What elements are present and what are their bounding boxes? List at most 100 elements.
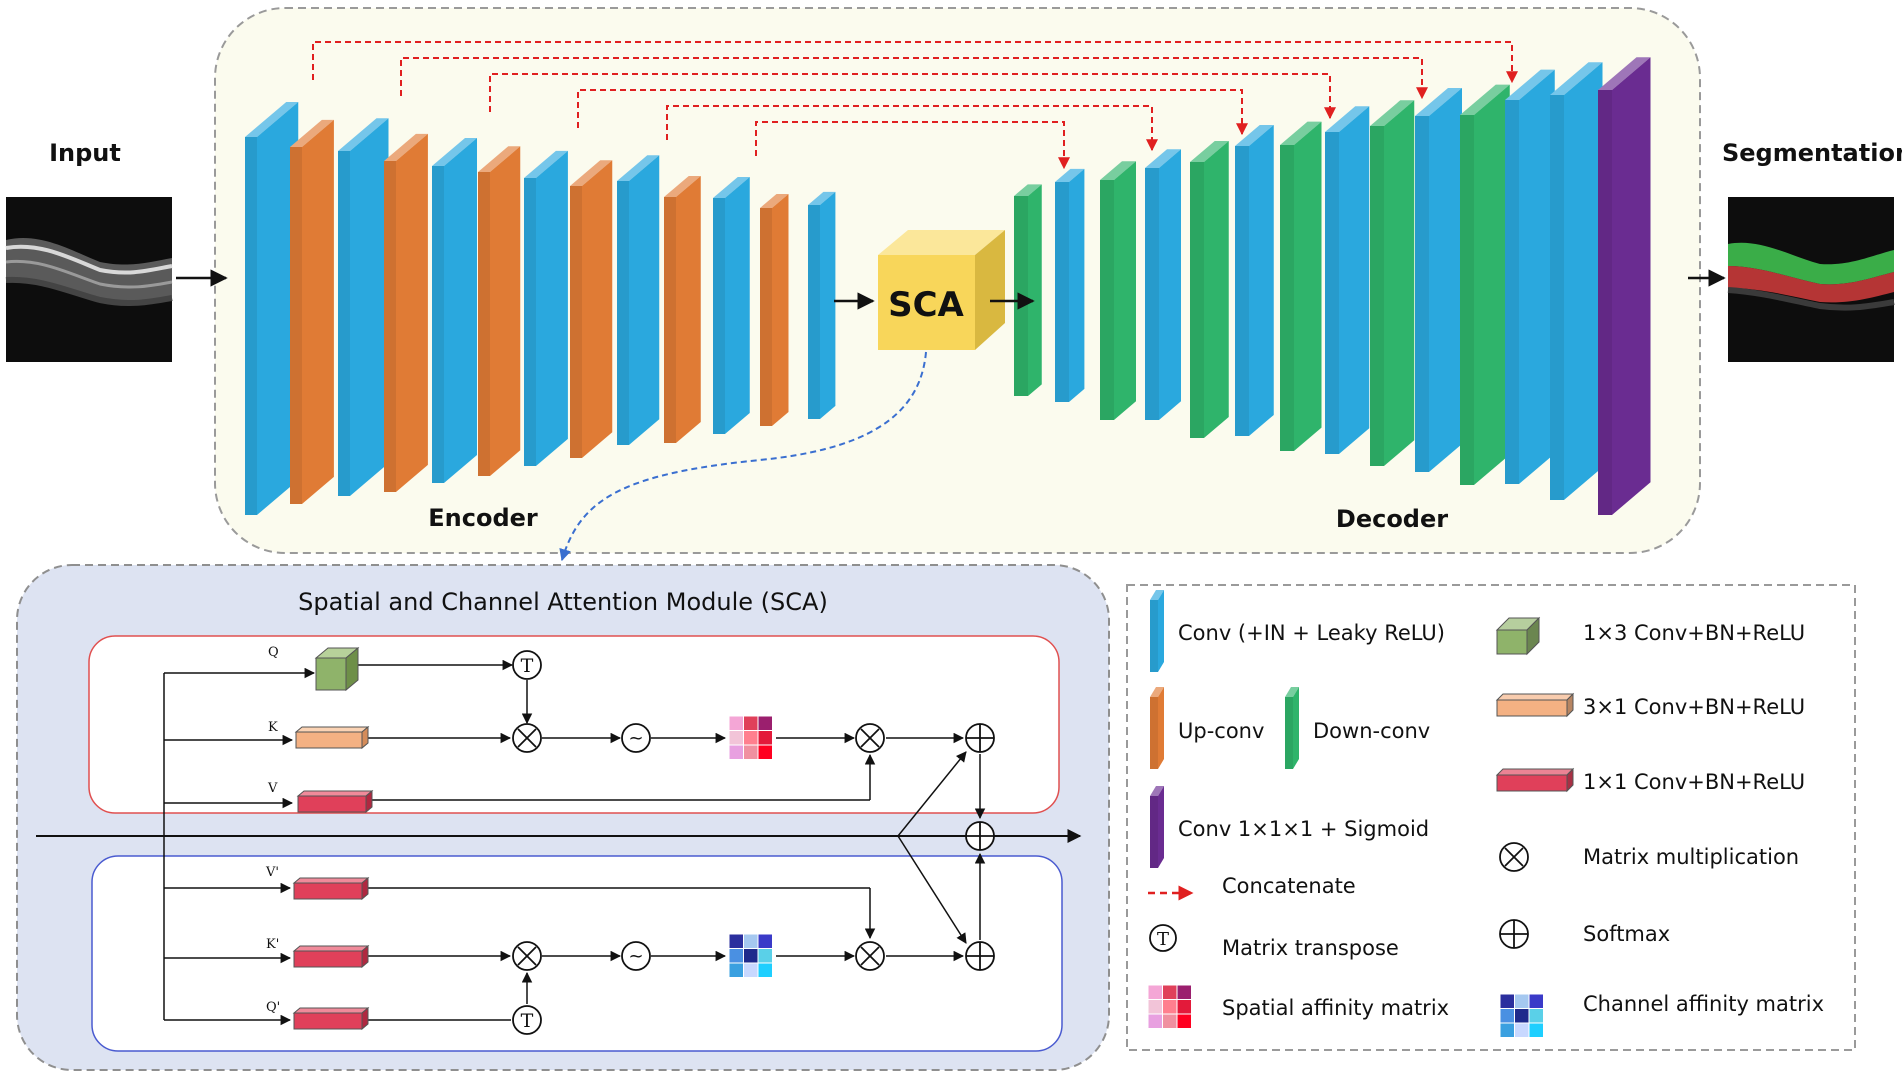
- legend-conv31-icon: [1495, 692, 1575, 718]
- encoder-layer-3: [338, 118, 389, 497]
- legend-spatial-affinity-icon: [1147, 984, 1192, 1029]
- channel-affinity-matrix: [728, 933, 773, 978]
- decoder-layer-1: [1014, 184, 1042, 396]
- v-prime-label: V': [265, 865, 279, 880]
- decoder-layer-7: [1280, 121, 1322, 451]
- softmax-op-channel: ~: [621, 941, 651, 971]
- decoder-layer-13: [1550, 62, 1603, 501]
- decoder-label: Decoder: [1336, 505, 1448, 533]
- conv-1x3-q-block: [314, 646, 360, 692]
- skip-connection-4: [577, 89, 1248, 136]
- transpose-op-channel: T: [512, 1005, 542, 1035]
- encoder-label: Encoder: [428, 504, 538, 532]
- k-prime-label: K': [266, 937, 279, 952]
- sca-module-title: Spatial and Channel Attention Module (SC…: [298, 588, 828, 616]
- decoder-layer-5: [1190, 140, 1229, 438]
- encoder-layer-7: [524, 150, 568, 466]
- legend-conv11-label: 1×1 Conv+BN+ReLU: [1583, 770, 1805, 794]
- spatial-attention-branch: [88, 635, 1060, 814]
- decoder-layer-3: [1100, 161, 1136, 421]
- output-segmentation-image: [1727, 197, 1895, 362]
- softmax-op-spatial: ~: [621, 723, 651, 753]
- encoder-layer-2: [290, 119, 334, 504]
- k-label: K: [268, 720, 278, 735]
- svg-text:~: ~: [628, 946, 643, 967]
- decoder-layer-4: [1145, 149, 1181, 421]
- conv-3x1-k-block: [294, 725, 370, 750]
- decoder-layer-9: [1370, 100, 1415, 466]
- encoder-layer-5: [432, 137, 477, 483]
- legend-downconv-label: Down-conv: [1313, 719, 1430, 743]
- conv-1x1-q-prime-block: [292, 1006, 370, 1031]
- channel-attention-branch: [91, 855, 1063, 1052]
- add-op-spatial: [965, 723, 995, 753]
- legend-icons: T: [1147, 590, 1575, 1038]
- conv-1x1-v-prime-block: [292, 876, 370, 901]
- concatenate-skip-connections: [312, 41, 1518, 170]
- add-op-center: [965, 821, 995, 851]
- legend-softmax-label: Softmax: [1583, 922, 1670, 946]
- decoder-layer-11: [1460, 84, 1510, 486]
- input-oct-image: [5, 197, 173, 362]
- encoder-layer-12: [760, 193, 789, 426]
- legend-downconv-icon: [1285, 687, 1299, 769]
- matmul-op-channel-1: [512, 941, 542, 971]
- legend-conv-icon: [1150, 590, 1164, 672]
- legend-panel: [1126, 584, 1856, 1051]
- encoder-layer-13: [808, 191, 836, 419]
- matmul-op-channel-2: [855, 941, 885, 971]
- legend-matmul-icon: [1499, 842, 1529, 872]
- decoder-layer-6: [1235, 124, 1274, 437]
- svg-text:T: T: [521, 655, 534, 677]
- encoder-layer-1: [245, 101, 299, 515]
- network-layers: [245, 57, 1651, 516]
- skip-connection-3: [489, 73, 1336, 120]
- legend-concatenate-label: Concatenate: [1222, 874, 1356, 898]
- decoder-layer-8: [1325, 106, 1370, 454]
- matmul-op-spatial-2: [855, 723, 885, 753]
- legend-conv13-icon: [1495, 616, 1541, 656]
- sca-operators: T ~ ~ T: [512, 650, 995, 1035]
- sca-flow-lines: [36, 659, 1082, 1026]
- decoder-layer-2: [1055, 168, 1085, 402]
- legend-spatial-affinity-label: Spatial affinity matrix: [1222, 996, 1449, 1020]
- svg-text:~: ~: [628, 728, 643, 749]
- transpose-op-spatial: T: [512, 650, 542, 680]
- decoder-layer-14: [1598, 57, 1651, 516]
- encoder-layer-4: [384, 133, 428, 492]
- skip-connection-6: [755, 121, 1070, 170]
- segmentation-label: Segmentation: [1722, 139, 1902, 167]
- conv-1x1-v-block: [296, 789, 374, 814]
- spatial-affinity-matrix: [728, 715, 773, 760]
- legend-conv-sigmoid-label: Conv 1×1×1 + Sigmoid: [1178, 817, 1429, 841]
- sca-cube: SCA: [878, 230, 1005, 350]
- svg-text:T: T: [521, 1010, 534, 1032]
- legend-conv13-label: 1×3 Conv+BN+ReLU: [1583, 621, 1805, 645]
- legend-conv11-icon: [1495, 767, 1575, 793]
- q-prime-label: Q': [266, 1000, 280, 1015]
- legend-channel-affinity-icon: [1499, 993, 1544, 1038]
- v-label: V: [267, 781, 278, 796]
- legend-transpose-label: Matrix transpose: [1222, 936, 1399, 960]
- conv-1x1-k-prime-block: [292, 944, 370, 969]
- encoder-layer-8: [570, 160, 613, 458]
- decoder-layer-12: [1505, 69, 1555, 485]
- svg-text:T: T: [1157, 929, 1169, 950]
- legend-upconv-icon: [1150, 687, 1164, 769]
- legend-softmax-icon: [1499, 919, 1529, 949]
- decoder-layer-10: [1415, 87, 1462, 472]
- sca-cube-label: SCA: [888, 285, 964, 325]
- encoder-layer-11: [713, 176, 750, 434]
- legend-conv-sigmoid-icon: [1150, 786, 1164, 868]
- add-op-channel: [965, 941, 995, 971]
- matmul-op-spatial-1: [512, 723, 542, 753]
- legend-upconv-label: Up-conv: [1178, 719, 1264, 743]
- legend-conv-label: Conv (+IN + Leaky ReLU): [1178, 621, 1445, 645]
- input-label: Input: [49, 139, 121, 167]
- sca-detail-connector: [559, 351, 927, 562]
- conv-1x1-blocks: [292, 789, 374, 1031]
- legend-transpose-icon: T: [1149, 924, 1177, 952]
- legend-channel-affinity-label: Channel affinity matrix: [1583, 992, 1824, 1016]
- q-label: Q: [268, 645, 279, 660]
